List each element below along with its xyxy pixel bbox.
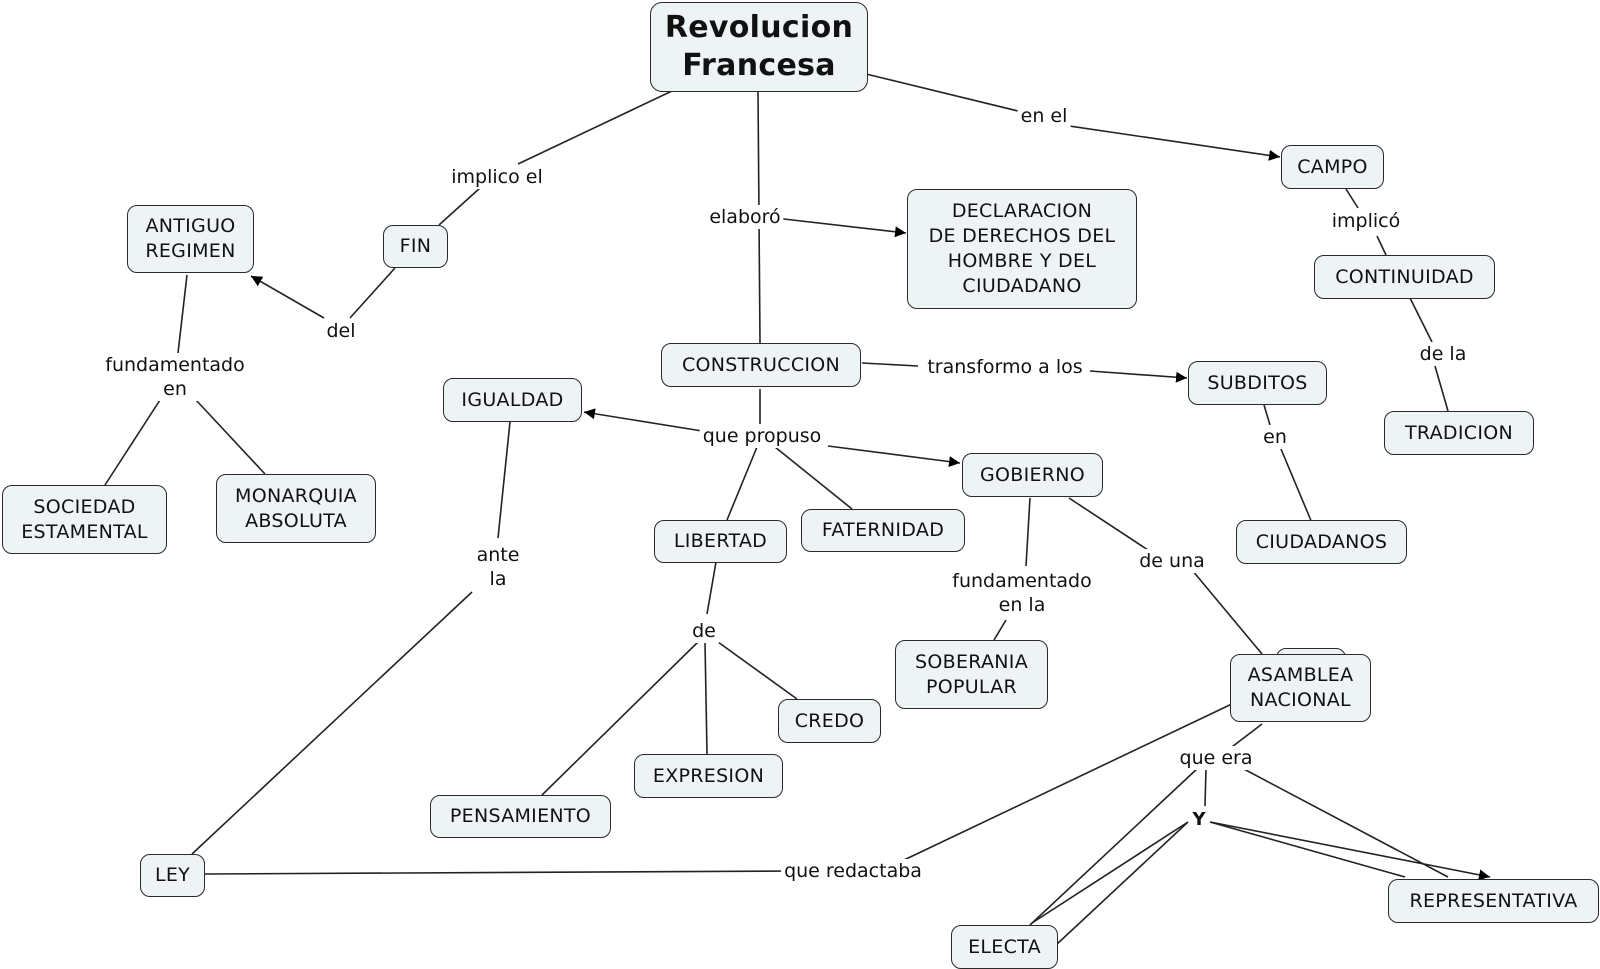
edge-revolucion-implicoel [517, 90, 673, 165]
link-de-la: de la [1416, 342, 1470, 366]
node-igualdad[interactable]: IGUALDAD [443, 378, 582, 422]
edge-quepropuso-faternidad [774, 446, 853, 510]
node-campo[interactable]: CAMPO [1281, 145, 1384, 189]
link-elaboro: elaboró [706, 205, 784, 229]
edge-implico-continuidad [1376, 235, 1387, 256]
link-de: de [689, 619, 719, 643]
node-pensamiento[interactable]: PENSAMIENTO [430, 795, 611, 838]
edge-dela-tradicion [1434, 365, 1449, 412]
link-fundamentado-en: fundamentado en [102, 353, 248, 401]
edge-asamblea-queredactaba [903, 701, 1237, 861]
edge-implicoel-fin [438, 187, 481, 226]
edge-fundamentado-monarquia [195, 399, 266, 475]
edge-enel-campo [1041, 121, 1281, 161]
node-credo[interactable]: CREDO [778, 699, 881, 743]
node-antiguo-regimen[interactable]: ANTIGUO REGIMEN [127, 205, 254, 273]
link-y: Y [1190, 808, 1208, 832]
link-de-una: de una [1136, 549, 1208, 573]
link-que-redactaba: que redactaba [781, 859, 925, 883]
edge-y-electa-a [1031, 821, 1189, 924]
node-representativa[interactable]: REPRESENTATIVA [1388, 879, 1599, 923]
node-continuidad[interactable]: CONTINUIDAD [1314, 255, 1495, 299]
edge-del-antiguo [250, 275, 325, 319]
node-libertad[interactable]: LIBERTAD [654, 520, 787, 563]
edge-de-pensamiento [541, 641, 699, 796]
link-del: del [323, 319, 359, 343]
edge-de-expresion [704, 641, 708, 755]
link-transformo-a-los: transformo a los [924, 355, 1086, 379]
edge-construccion-transformo [861, 362, 919, 367]
node-expresion[interactable]: EXPRESION [634, 754, 783, 798]
node-fin[interactable]: FIN [383, 225, 448, 268]
node-gobierno[interactable]: GOBIERNO [962, 453, 1103, 497]
edge-continuidad-dela [1409, 297, 1433, 343]
edge-quepropuso-igualdad [583, 408, 703, 432]
edge-igualdad-antela [497, 421, 511, 539]
link-implico: implicó [1328, 209, 1404, 233]
node-soberania-popular[interactable]: SOBERANIA POPULAR [895, 640, 1048, 709]
link-implico-el: implico el [448, 165, 546, 189]
node-ley[interactable]: LEY [140, 854, 205, 897]
node-tradicion[interactable]: TRADICION [1384, 411, 1534, 455]
edge-fin-del [349, 267, 396, 319]
edge-transformo-subditos [1089, 370, 1188, 383]
node-revolucion-francesa[interactable]: Revolucion Francesa [650, 2, 868, 92]
link-que-propuso: que propuso [699, 424, 825, 448]
edge-electa-queera [1029, 766, 1200, 926]
node-asamblea-nacional[interactable]: ASAMBLEA NACIONAL [1230, 654, 1371, 722]
edge-antela-ley [191, 591, 473, 855]
node-electa[interactable]: ELECTA [951, 925, 1058, 969]
node-ciudadanos[interactable]: CIUDADANOS [1236, 520, 1407, 564]
edge-y-representativa [1209, 821, 1491, 881]
node-sociedad-estamental[interactable]: SOCIEDAD ESTAMENTAL [2, 485, 167, 554]
edge-fundamentadola-soberania [993, 619, 1007, 641]
edge-subditos-en [1263, 404, 1271, 426]
edge-gobierno-deuna [1068, 497, 1149, 551]
edge-libertad-de [706, 561, 717, 615]
edge-campo-implico [1345, 188, 1359, 209]
node-subditos[interactable]: SUBDITOS [1188, 361, 1327, 405]
edge-de-credo [717, 641, 798, 700]
edge-revolucion-enel [865, 73, 1019, 112]
edge-y-representativa-b [1209, 821, 1406, 878]
link-en: en [1260, 425, 1290, 449]
edge-queredactaba-ley [204, 870, 803, 875]
link-en-el: en el [1017, 104, 1071, 128]
node-construccion[interactable]: CONSTRUCCION [661, 343, 861, 387]
link-que-era: que era [1176, 746, 1256, 770]
edge-en-ciudadanos [1280, 448, 1313, 524]
edge-queera-representativa [1239, 766, 1449, 878]
edge-antiguo-fundamentado [177, 274, 188, 354]
edge-quepropuso-gobierno [827, 445, 961, 468]
edge-y-electa-b [1055, 821, 1189, 946]
node-declaracion[interactable]: DECLARACION DE DERECHOS DEL HOMBRE Y DEL… [907, 189, 1137, 309]
edge-quepropuso-libertad [726, 446, 758, 521]
link-fundamentado-en-la: fundamentado en la [949, 569, 1095, 617]
edge-gobierno-fundamentadola [1025, 497, 1031, 567]
node-faternidad[interactable]: FATERNIDAD [801, 509, 965, 552]
edge-elaboro-declaracion [774, 217, 907, 238]
edge-deuna-asamblea [1191, 569, 1263, 655]
edge-queera-y [1204, 767, 1207, 807]
link-ante-la: ante la [473, 543, 523, 591]
edge-fundamentado-sociedad [104, 399, 161, 486]
node-monarquia-absoluta[interactable]: MONARQUIA ABSOLUTA [216, 474, 376, 543]
